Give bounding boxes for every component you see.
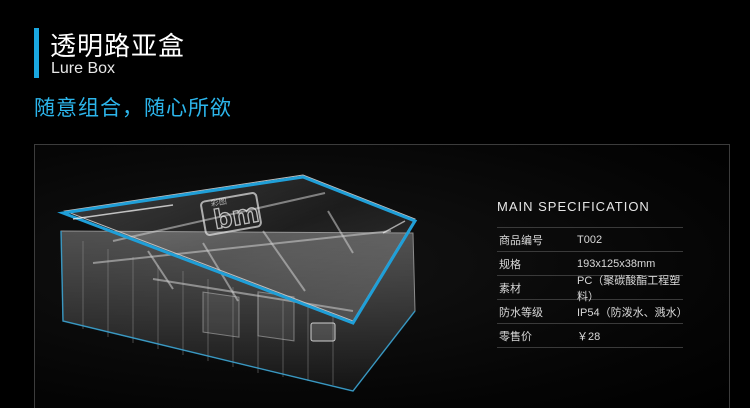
spec-label: 素材 [499, 281, 521, 295]
spec-row-material: 素材 PC（聚碳酸酯工程塑料） [497, 275, 683, 303]
spec-value: PC（聚碳酸酯工程塑料） [577, 274, 681, 303]
spec-value: ￥28 [577, 330, 601, 343]
lure-box-image: bm 彩图 [57, 174, 418, 392]
spec-value: 193x125x38mm [577, 257, 656, 270]
slogan: 随意组合，随心所欲 [34, 96, 232, 120]
spec-row-waterproof: 防水等级 IP54（防泼水、溅水） [497, 300, 688, 324]
page-title: 透明路亚盒 [50, 32, 186, 62]
spec-label: 商品编号 [499, 233, 543, 247]
spec-label: 零售价 [499, 329, 532, 343]
spec-row-sku: 商品编号 T002 [497, 228, 683, 252]
product-panel: bm 彩图 MAIN SPECIFICATION 商品编号 T002 规格 19… [34, 144, 730, 408]
spec-heading: MAIN SPECIFICATION [497, 199, 650, 214]
page-subtitle: Lure Box [51, 60, 116, 77]
spec-value: IP54（防泼水、溅水） [577, 306, 688, 319]
spec-table: 商品编号 T002 规格 193x125x38mm 素材 PC（聚碳酸酯工程塑料… [497, 227, 688, 348]
svg-text:彩图: 彩图 [210, 196, 227, 209]
spec-label: 防水等级 [499, 305, 543, 319]
spec-label: 规格 [499, 257, 521, 271]
spec-value: T002 [577, 233, 603, 246]
title-accent-bar [34, 28, 39, 78]
spec-row-size: 规格 193x125x38mm [497, 252, 683, 276]
spec-row-price: 零售价 ￥28 [497, 324, 683, 348]
